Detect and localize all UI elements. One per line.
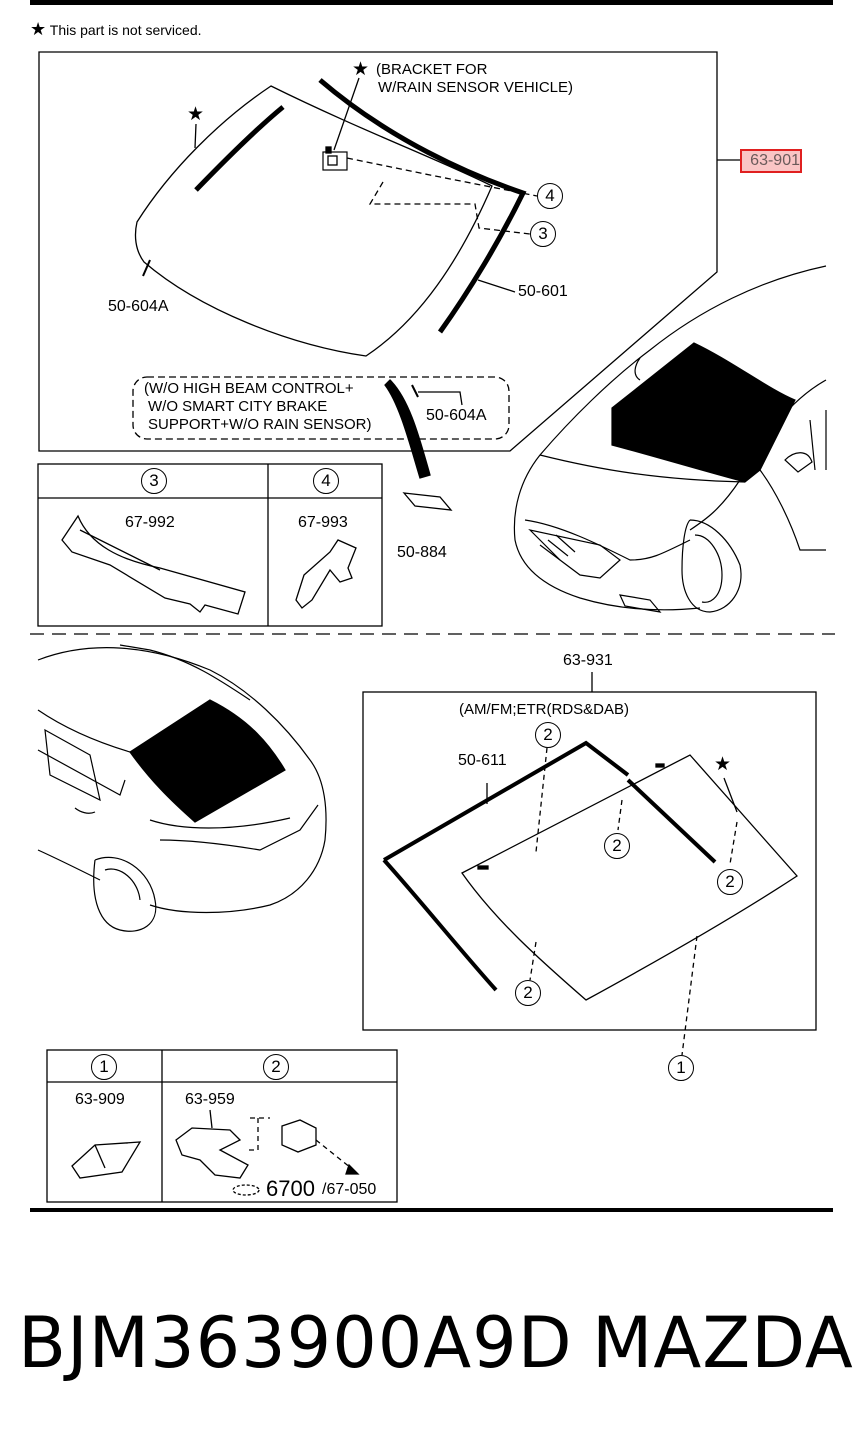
molding-left (194, 105, 285, 192)
bracket-note-line-2: W/RAIN SENSOR VEHICLE) (378, 79, 574, 96)
conditions-note-line-2: W/O SMART CITY BRAKE (148, 398, 328, 415)
label-63-909: 63-909 (75, 1091, 125, 1108)
label-50-601: 50-601 (518, 283, 568, 300)
windshield-outline (134, 85, 493, 357)
strip-67-992 (61, 514, 246, 615)
not-serviced-text: This part is not serviced. (49, 22, 202, 38)
table-1-2 (46, 1049, 398, 1203)
label-50-604A-left: 50-604A (108, 298, 169, 315)
block-63-909 (71, 1141, 142, 1179)
brand-name: MAZDA (592, 1302, 854, 1384)
molding-50-601 (318, 78, 527, 334)
pad-50-884 (402, 492, 453, 511)
bracket-67-993 (295, 539, 357, 609)
molding-50-611 (382, 740, 630, 862)
bracket-note-line-1: (BRACKET FOR (376, 61, 488, 78)
label-63-931: 63-931 (563, 652, 613, 669)
conditions-note-line-1: (W/O HIGH BEAM CONTROL+ (144, 380, 354, 397)
label-50-604A-right: 50-604A (426, 407, 487, 424)
front-car-illustration (513, 265, 827, 613)
star-icon: ★ (30, 19, 47, 39)
upper-frame (38, 51, 718, 452)
connector-code: 6700 (266, 1176, 315, 1201)
star-icon: ★ (352, 59, 370, 80)
star-icon: ★ (714, 754, 732, 775)
bracket-63-959 (175, 1127, 249, 1179)
not-serviced-note: ★ This part is not serviced. (30, 20, 202, 39)
radio-note: (AM/FM;ETR(RDS&DAB) (459, 701, 629, 718)
callout-3: 3 (530, 221, 556, 247)
table-header-2: 2 (263, 1054, 289, 1080)
bottom-rule (30, 1208, 833, 1212)
table-header-3: 3 (141, 468, 167, 494)
conditions-note-line-3: SUPPORT+W/O RAIN SENSOR) (148, 416, 372, 433)
part-number: BJM363900A9D (18, 1302, 573, 1384)
table-header-1: 1 (91, 1054, 117, 1080)
callout-2: 2 (604, 833, 630, 859)
label-67-992: 67-992 (125, 514, 175, 531)
callout-2: 2 (515, 980, 541, 1006)
callout-2: 2 (535, 722, 561, 748)
connector-6700 (281, 1119, 317, 1153)
table-header-4: 4 (313, 468, 339, 494)
rear-car-illustration (37, 644, 327, 932)
table-3-4 (37, 463, 383, 627)
top-rule (30, 0, 833, 5)
callout-2: 2 (717, 869, 743, 895)
connector-subcode: /67-050 (322, 1181, 377, 1198)
label-50-884: 50-884 (397, 544, 447, 561)
lower-frame (362, 691, 817, 1031)
star-icon: ★ (187, 104, 205, 125)
rain-sensor-bracket (322, 151, 348, 171)
label-50-611: 50-611 (458, 752, 507, 769)
rear-glass-outline (461, 754, 798, 1001)
conditions-box (132, 376, 510, 440)
callout-4: 4 (537, 183, 563, 209)
callout-1: 1 (668, 1055, 694, 1081)
reference-link-63-901[interactable]: 63-901 (740, 149, 802, 173)
label-63-959: 63-959 (185, 1091, 235, 1108)
label-67-993: 67-993 (298, 514, 348, 531)
